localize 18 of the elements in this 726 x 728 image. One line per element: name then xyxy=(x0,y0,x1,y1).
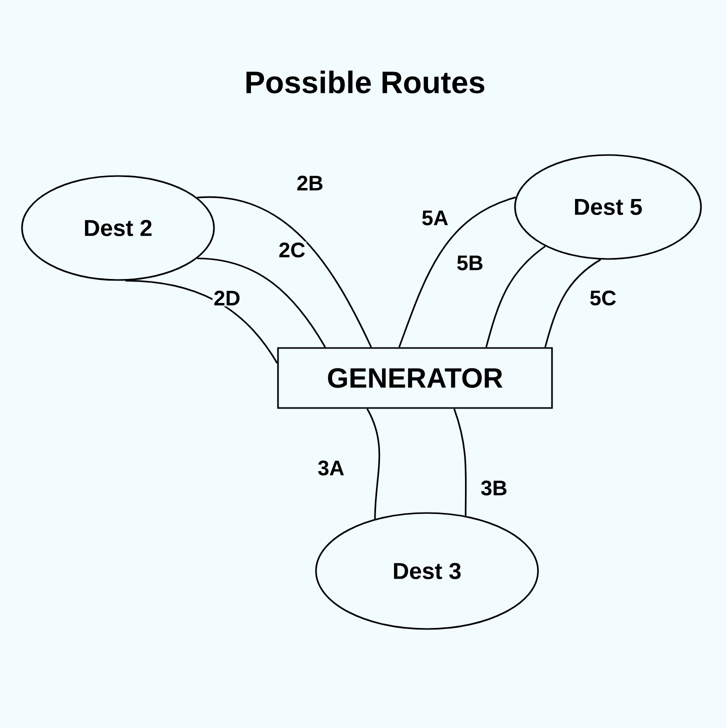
route-line xyxy=(398,196,516,348)
edge-label: 2C xyxy=(278,242,306,258)
edge-label: 2D xyxy=(212,290,242,306)
generator-box: GENERATOR xyxy=(277,347,553,409)
route-line xyxy=(197,258,326,348)
title: Possible Routes xyxy=(246,70,484,94)
edge-label: 5A xyxy=(420,210,450,226)
edge-label: 3A xyxy=(316,460,346,476)
route-line xyxy=(544,258,602,348)
edge-label: 5B xyxy=(456,254,484,272)
route-line xyxy=(485,246,546,348)
route-line xyxy=(125,280,278,364)
edge-label: 5C xyxy=(588,290,618,306)
route-line xyxy=(197,196,372,348)
route-line xyxy=(453,408,467,516)
edge-label: 2B xyxy=(296,174,324,192)
edge-label: 3B xyxy=(480,480,508,496)
route-line xyxy=(366,408,380,519)
